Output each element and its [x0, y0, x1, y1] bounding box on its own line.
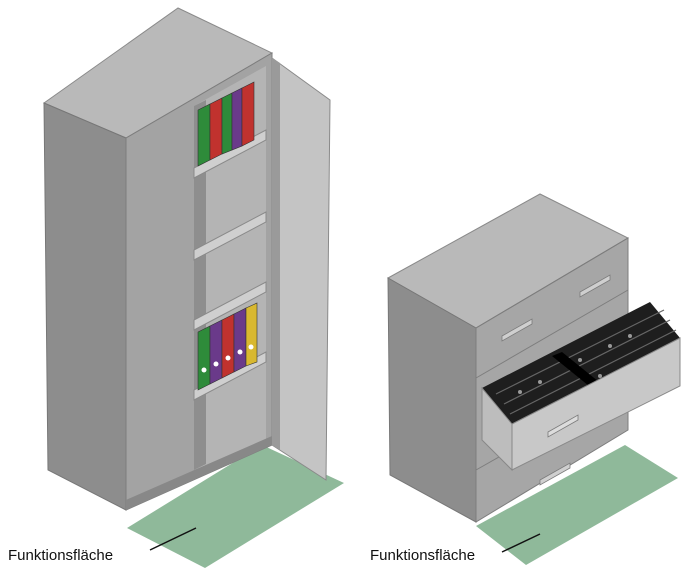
cabinet-door-edge — [272, 58, 280, 450]
open-drawer-handle — [547, 414, 579, 438]
drawer-handles — [501, 274, 611, 486]
drawer-cabinet — [386, 193, 681, 523]
functional-area-label-right: Funktionsfläche — [370, 547, 476, 564]
functional-area-right — [476, 445, 678, 565]
functional-area-left — [127, 445, 344, 568]
drawer-front-panel — [511, 337, 681, 471]
drawer-divider — [552, 352, 604, 390]
hanging-folders — [495, 309, 677, 415]
tall-cabinet — [42, 7, 331, 511]
open-drawer — [481, 302, 681, 472]
cabinet-left-side — [43, 102, 127, 511]
binders-top-shelf — [197, 81, 255, 167]
cabinet-door — [271, 57, 331, 481]
callout-line-right — [501, 533, 541, 553]
binders-lower-shelf — [197, 302, 258, 391]
callout-line-left — [149, 527, 197, 551]
functional-area-label-left: Funktionsfläche — [8, 547, 114, 564]
cabinet-plinth — [126, 436, 272, 510]
